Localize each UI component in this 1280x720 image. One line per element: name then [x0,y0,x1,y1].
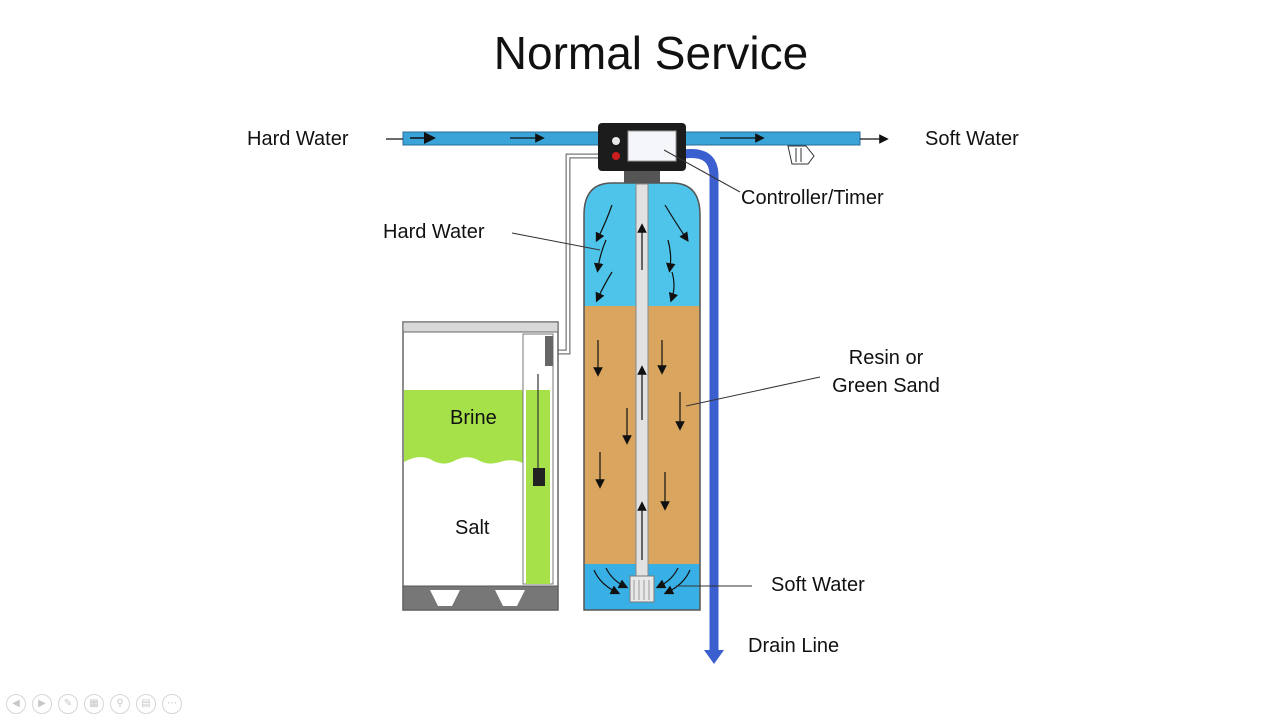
pen-icon[interactable]: ✎ [58,694,78,714]
drain-line-label: Drain Line [748,635,840,657]
next-icon[interactable]: ▶ [32,694,52,714]
slide-title: Normal Service [493,27,809,79]
pointer-cursor-icon [787,145,815,165]
hard-water-inlet-label: Hard Water [247,128,349,150]
mineral-tank [583,182,701,611]
brine-tank [402,321,559,611]
hard-water-tank-label: Hard Water [383,221,485,243]
leader-lines [511,149,821,587]
controller-timer [598,123,686,183]
soft-water-outlet-label: Soft Water [925,128,1019,150]
more-icon[interactable]: ⋯ [162,694,182,714]
resin-label-line1: Resin or [848,347,924,369]
subtitles-icon[interactable]: ▤ [136,694,156,714]
soft-water-tank-label: Soft Water [771,574,865,596]
slideshow-toolbar: ◀ ▶ ✎ ▦ ⚲ ▤ ⋯ [6,694,182,714]
controller-timer-label: Controller/Timer [741,187,884,209]
resin-label-line2: Green Sand [832,375,940,397]
slides-icon[interactable]: ▦ [84,694,104,714]
previous-icon[interactable]: ◀ [6,694,26,714]
drain-line [683,148,724,664]
brine-label: Brine [450,407,497,429]
zoom-icon[interactable]: ⚲ [110,694,130,714]
salt-label: Salt [455,517,490,539]
